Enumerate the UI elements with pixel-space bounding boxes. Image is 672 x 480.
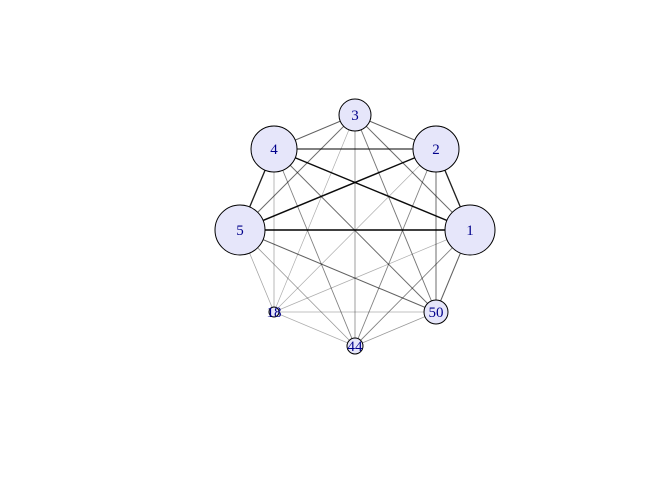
node-circle: [423, 299, 449, 325]
node-label: 4: [270, 142, 278, 158]
edge-5-2: [239, 148, 437, 231]
edge-4-50: [273, 148, 437, 313]
node-circle: [338, 98, 372, 132]
node-label: 3: [351, 108, 359, 124]
node-circle: [444, 204, 496, 256]
node-label: 1: [466, 223, 474, 239]
node-label: 44: [348, 339, 364, 355]
node-3[interactable]: 3: [338, 98, 372, 132]
edge-3-50: [354, 114, 437, 313]
edge-50-44: [354, 311, 437, 347]
node-label: 18: [267, 305, 282, 321]
edge-18-44: [273, 311, 356, 347]
node-circle: [268, 306, 280, 318]
node-label: 2: [432, 142, 440, 158]
edge-layer: [239, 114, 471, 347]
edge-2-44: [354, 148, 437, 347]
edge-3-1: [354, 114, 471, 231]
node-circle: [214, 204, 266, 256]
node-5[interactable]: 5: [214, 204, 266, 256]
node-layer: 3 2 1 50 44 18 5 4: [214, 98, 496, 355]
edge-1-44: [354, 229, 471, 347]
edge-4-44: [273, 148, 356, 347]
edge-5-50: [239, 229, 437, 313]
edge-2-18: [273, 148, 437, 313]
node-50[interactable]: 50: [423, 299, 449, 325]
node-44[interactable]: 44: [346, 337, 364, 355]
node-1[interactable]: 1: [444, 204, 496, 256]
edge-5-44: [239, 229, 356, 347]
node-4[interactable]: 4: [250, 125, 298, 173]
node-circle: [346, 337, 364, 355]
node-label: 5: [236, 223, 244, 239]
node-circle: [412, 125, 460, 173]
node-2[interactable]: 2: [412, 125, 460, 173]
edge-3-18: [273, 114, 356, 313]
node-label: 50: [429, 305, 444, 321]
node-18[interactable]: 18: [267, 305, 282, 321]
node-circle: [250, 125, 298, 173]
edge-1-18: [273, 229, 471, 313]
edge-4-1: [273, 148, 471, 231]
